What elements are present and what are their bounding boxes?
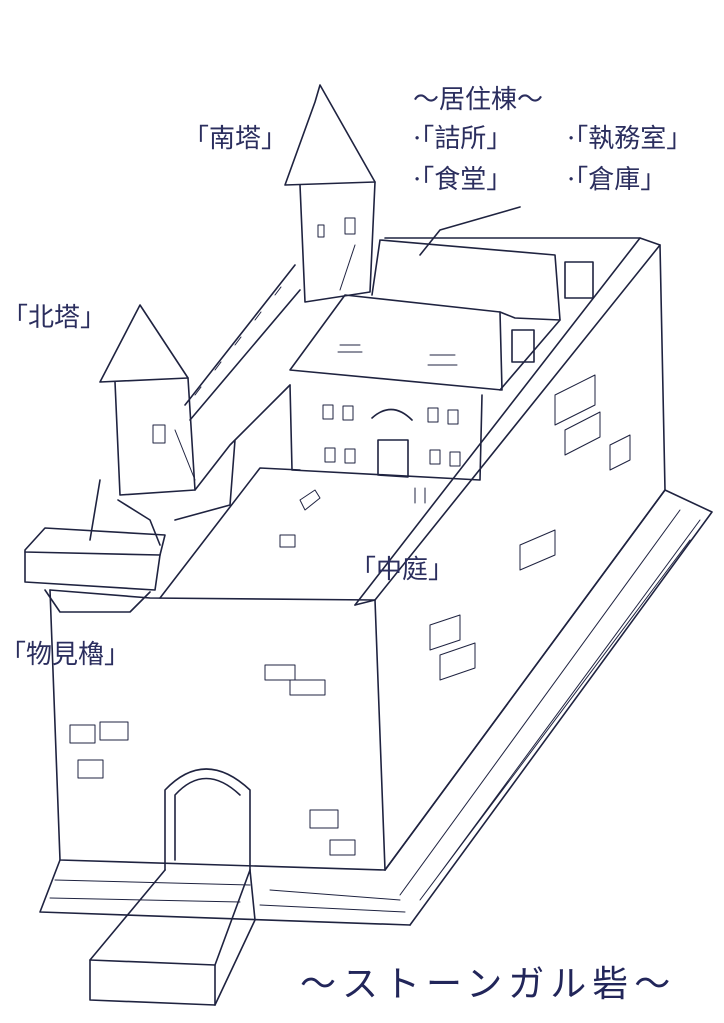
wall-stones <box>69 374 631 856</box>
label-courtyard: 「中庭」 <box>350 555 455 585</box>
label-room-office: ·「執務室」 <box>567 124 693 154</box>
watchtower <box>24 527 166 613</box>
leader-line <box>419 206 521 256</box>
label-room-guardroom: ·「詰所」 <box>413 124 513 154</box>
label-watchtower: 「物見櫓」 <box>0 640 131 670</box>
label-north-tower: 「北塔」 <box>2 303 107 333</box>
fort-name-title: 〜ストーンガル砦〜 <box>300 964 677 1005</box>
label-room-storage: ·「倉庫」 <box>567 165 667 195</box>
label-room-dining: ·「食堂」 <box>413 165 513 195</box>
residence-building <box>289 239 594 481</box>
south-tower <box>284 84 376 303</box>
label-south-tower: 「南塔」 <box>183 124 288 154</box>
north-tower <box>99 304 196 496</box>
steps <box>89 869 256 1006</box>
battlement-wall <box>89 264 301 546</box>
label-residence-title: 〜居住棟〜 <box>413 85 544 115</box>
gate <box>164 768 251 871</box>
stone-base <box>39 489 713 926</box>
courtyard-items <box>279 487 426 548</box>
